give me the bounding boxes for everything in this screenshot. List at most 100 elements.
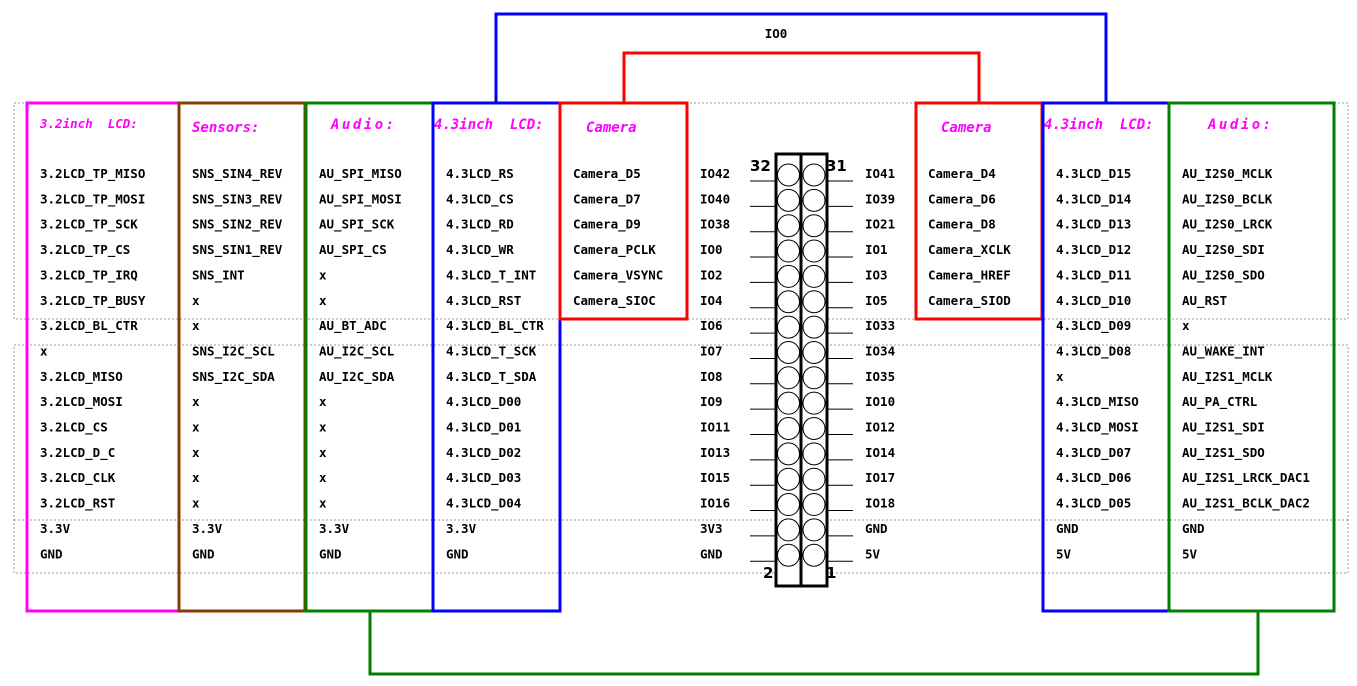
pin-circle-right (802, 264, 826, 288)
lcd32-signal: 3.2LCD_TP_SCK (40, 217, 138, 233)
sensors-signal: SNS_INT (192, 267, 245, 283)
lcd43_l-signal: 4.3LCD_D02 (446, 445, 521, 461)
pin-circle-left (777, 518, 800, 542)
audio_r-signal: AU_RST (1182, 293, 1227, 309)
pin-leads (750, 180, 853, 562)
lcd32-signal: GND (40, 546, 63, 561)
camera_l-signal: Camera_VSYNC (573, 267, 663, 283)
pin-circle-right (802, 366, 826, 390)
audio_r-signal: AU_WAKE_INT (1182, 343, 1265, 359)
sensors-signal: SNS_SIN4_REV (192, 166, 283, 182)
lcd43_r-signal: x (1056, 369, 1064, 384)
connector-right-pin-label: IO18 (865, 496, 895, 511)
pin-circle-left (777, 315, 800, 339)
pin-circle-right (802, 163, 826, 187)
pin-number-32: 32 (750, 157, 771, 175)
lcd32-signal: 3.2LCD_D_C (40, 445, 115, 461)
audio_r-signal: AU_I2S0_SDO (1182, 267, 1265, 283)
lcd43_r-signal: 4.3LCD_D13 (1056, 217, 1131, 233)
lcd43-right-header: 4.3inch LCD: (1044, 117, 1154, 133)
lcd43_l-signal: 4.3LCD_D01 (446, 420, 521, 436)
audio_r-signal: AU_PA_CTRL (1182, 394, 1258, 410)
sensors-signal: SNS_SIN3_REV (192, 191, 283, 207)
audio_r-signal: GND (1182, 521, 1205, 536)
pin-circle-left (777, 264, 800, 288)
connector-right-pin-label: IO34 (865, 343, 895, 358)
audio_l-signal: x (319, 293, 327, 308)
pin-circle-left (777, 163, 800, 187)
lcd32-signal: 3.2LCD_MOSI (40, 394, 123, 410)
camera_l-signal: Camera_D9 (573, 217, 641, 233)
camera_l-signal: Camera_PCLK (573, 242, 656, 258)
lcd32-signal: 3.3V (40, 521, 71, 536)
pin-circle-left (777, 214, 800, 238)
lcd43_r-signal: GND (1056, 521, 1079, 536)
connector-right-pin-label: IO3 (865, 267, 888, 282)
camera_r-signal: Camera_D8 (928, 217, 996, 233)
audio_l-signal: x (319, 420, 327, 435)
connector-left-pin-label: IO4 (700, 293, 723, 308)
sensors-signal: SNS_I2C_SCL (192, 343, 275, 359)
pin-circle-right (802, 518, 826, 542)
connector-right-pin-label: GND (865, 521, 888, 536)
pin-circle-left (777, 391, 800, 415)
sensors-signal: x (192, 318, 200, 333)
audio_r-signal: AU_I2S1_LRCK_DAC1 (1182, 470, 1310, 486)
connector-left-pin-label: IO13 (700, 445, 730, 460)
audio_l-signal: AU_I2C_SDA (319, 369, 395, 385)
blue-io0-label: IO0 (765, 26, 788, 41)
audio-left-header: Audio: (330, 117, 397, 133)
audio_l-signal: AU_SPI_SCK (319, 217, 395, 233)
pin-circle-right (802, 417, 826, 440)
camera_r-signal: Camera_XCLK (928, 242, 1011, 258)
pin-circles (777, 163, 826, 567)
pin-circle-left (777, 340, 800, 364)
audio_l-signal: x (319, 394, 327, 409)
connector-right-pin-label: IO21 (865, 217, 895, 232)
lcd43_r-signal: 4.3LCD_D10 (1056, 293, 1131, 309)
audio-right-header: Audio: (1207, 117, 1274, 133)
lcd32-signal: 3.2LCD_BL_CTR (40, 318, 138, 334)
camera_l-signal: Camera_D5 (573, 166, 641, 182)
lcd43_r-signal: 4.3LCD_D05 (1056, 496, 1131, 512)
audio_r-signal: AU_I2S1_SDI (1182, 420, 1265, 436)
pin-number-31: 31 (826, 157, 847, 175)
connector-left-pin-label: IO2 (700, 267, 723, 282)
pin-circle-left (777, 290, 800, 314)
sensors-header: Sensors: (192, 120, 259, 136)
pin-circle-left (777, 417, 800, 440)
sensors-signal: x (192, 394, 200, 409)
connector-right-pin-label: IO35 (865, 369, 895, 384)
lcd43-left-box (431, 101, 562, 613)
audio_l-signal: GND (319, 546, 342, 561)
sensors-signal: 3.3V (192, 521, 223, 536)
lcd43_l-signal: 4.3LCD_WR (446, 242, 514, 258)
lcd43_l-signal: 4.3LCD_T_SCK (446, 343, 537, 359)
lcd43_l-signal: 4.3LCD_D00 (446, 394, 521, 410)
audio_l-signal: 3.3V (319, 521, 350, 536)
connector-right-pin-label: IO14 (865, 445, 895, 460)
lcd43_r-signal: 4.3LCD_MOSI (1056, 420, 1139, 436)
audio-right-box (1167, 101, 1336, 613)
sensors-signal: x (192, 496, 200, 511)
lcd43_r-signal: 4.3LCD_D08 (1056, 343, 1131, 359)
lcd32-header: 3.2inch LCD: (39, 116, 138, 131)
audio_l-signal: x (319, 267, 327, 282)
lcd43_l-signal: 4.3LCD_CS (446, 191, 514, 207)
lcd43_l-signal: 4.3LCD_T_INT (446, 267, 536, 283)
audio_l-signal: AU_I2C_SCL (319, 343, 395, 359)
connector-left-pin-label: IO15 (700, 470, 730, 485)
lcd43-left-header: 4.3inch LCD: (434, 117, 544, 133)
green-audio-connection (368, 611, 1260, 676)
audio_l-signal: AU_SPI_MISO (319, 166, 402, 182)
audio_r-signal: AU_I2S1_SDO (1182, 445, 1265, 461)
audio_r-signal: AU_I2S0_BCLK (1182, 191, 1273, 207)
audio_l-signal: AU_SPI_MOSI (319, 191, 402, 207)
sensors-signal: SNS_I2C_SDA (192, 369, 275, 385)
connector-right-pin-label: IO5 (865, 293, 888, 308)
pin-number-1: 1 (826, 564, 836, 582)
audio_l-signal: AU_SPI_CS (319, 242, 387, 258)
connector-left-pin-label: IO16 (700, 496, 730, 511)
lcd43_r-signal: 4.3LCD_D06 (1056, 470, 1131, 486)
